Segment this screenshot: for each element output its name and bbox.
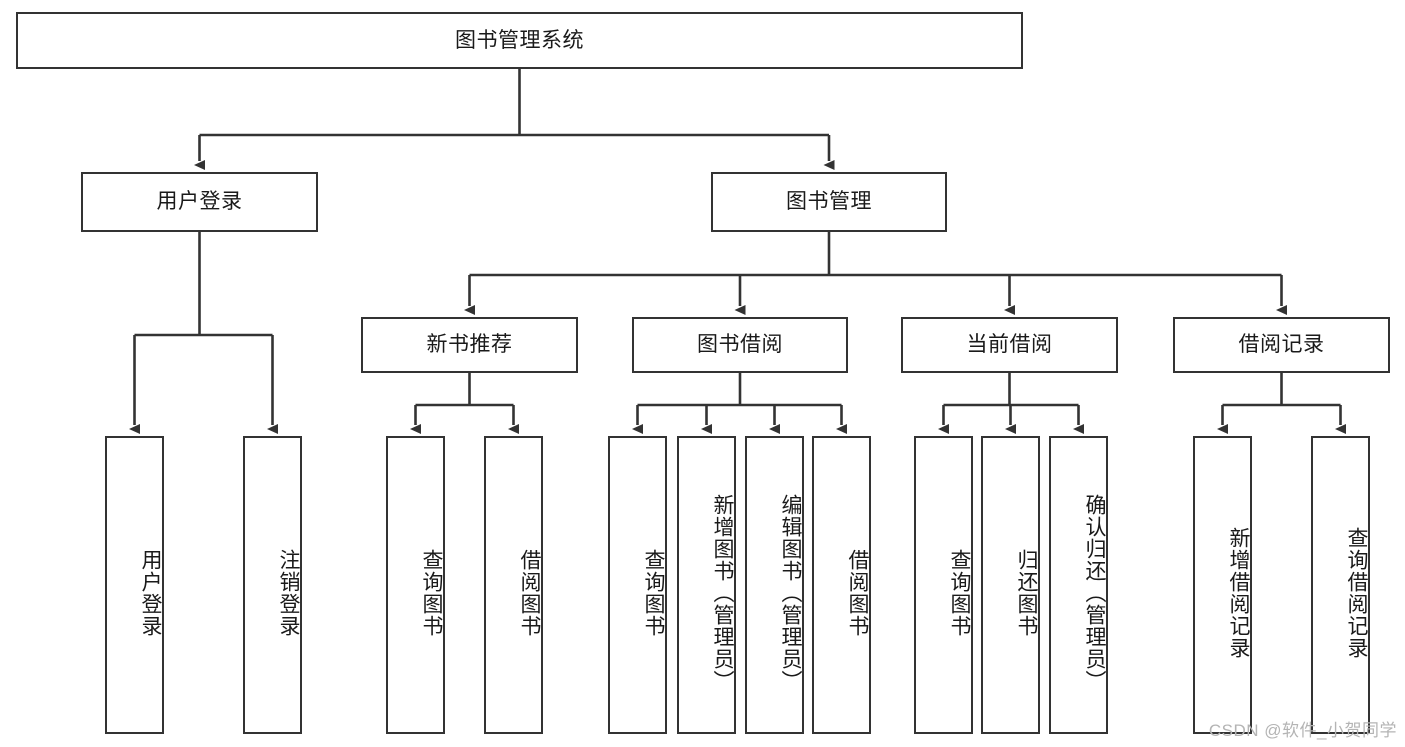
node-label: 新增借阅记录 <box>1227 527 1250 659</box>
node-borrow[interactable]: 图书借阅 <box>632 317 848 373</box>
node-leaf-login[interactable]: 用户登录 <box>105 436 164 734</box>
node-current[interactable]: 当前借阅 <box>901 317 1118 373</box>
node-label: 用户登录 <box>139 549 162 637</box>
node-leaf-query3[interactable]: 查询图书 <box>914 436 973 734</box>
node-newbook[interactable]: 新书推荐 <box>361 317 578 373</box>
node-label: 查询图书 <box>420 549 443 637</box>
node-leaf-logout[interactable]: 注销登录 <box>243 436 302 734</box>
node-label: 当前借阅 <box>966 333 1053 357</box>
node-label: 图书管理 <box>786 190 872 214</box>
node-leaf-borrow2[interactable]: 借阅图书 <box>812 436 871 734</box>
node-leaf-query2[interactable]: 查询图书 <box>608 436 667 734</box>
node-label: 借阅图书 <box>846 549 869 637</box>
node-login[interactable]: 用户登录 <box>81 172 318 232</box>
node-label: 借阅图书 <box>518 549 541 637</box>
node-label: 归还图书 <box>1015 549 1038 637</box>
node-leaf-add[interactable]: 新增图书（管理员） <box>677 436 736 734</box>
node-leaf-borrow1[interactable]: 借阅图书 <box>484 436 543 734</box>
node-leaf-confirm[interactable]: 确认归还（管理员） <box>1049 436 1108 734</box>
node-leaf-addrec[interactable]: 新增借阅记录 <box>1193 436 1252 734</box>
node-label: 新书推荐 <box>426 333 513 357</box>
node-label: 借阅记录 <box>1238 333 1325 357</box>
node-label: 图书借阅 <box>697 333 783 357</box>
node-label: 编辑图书（管理员） <box>779 494 802 692</box>
node-root[interactable]: 图书管理系统 <box>16 12 1023 69</box>
node-label: 查询图书 <box>948 549 971 637</box>
node-label: 注销登录 <box>277 549 300 637</box>
node-label: 查询图书 <box>642 549 665 637</box>
node-leaf-return[interactable]: 归还图书 <box>981 436 1040 734</box>
node-bookmgmt[interactable]: 图书管理 <box>711 172 947 232</box>
node-label: 用户登录 <box>156 190 243 214</box>
node-leaf-edit[interactable]: 编辑图书（管理员） <box>745 436 804 734</box>
watermark-label: CSDN @软件_小贺同学 <box>1208 721 1397 740</box>
node-label: 图书管理系统 <box>455 28 584 52</box>
node-label: 确认归还（管理员） <box>1083 494 1106 692</box>
node-label: 查询借阅记录 <box>1345 527 1368 659</box>
node-leaf-query1[interactable]: 查询图书 <box>386 436 445 734</box>
node-record[interactable]: 借阅记录 <box>1173 317 1390 373</box>
node-label: 新增图书（管理员） <box>711 494 734 692</box>
node-leaf-queryrec[interactable]: 查询借阅记录 <box>1311 436 1370 734</box>
